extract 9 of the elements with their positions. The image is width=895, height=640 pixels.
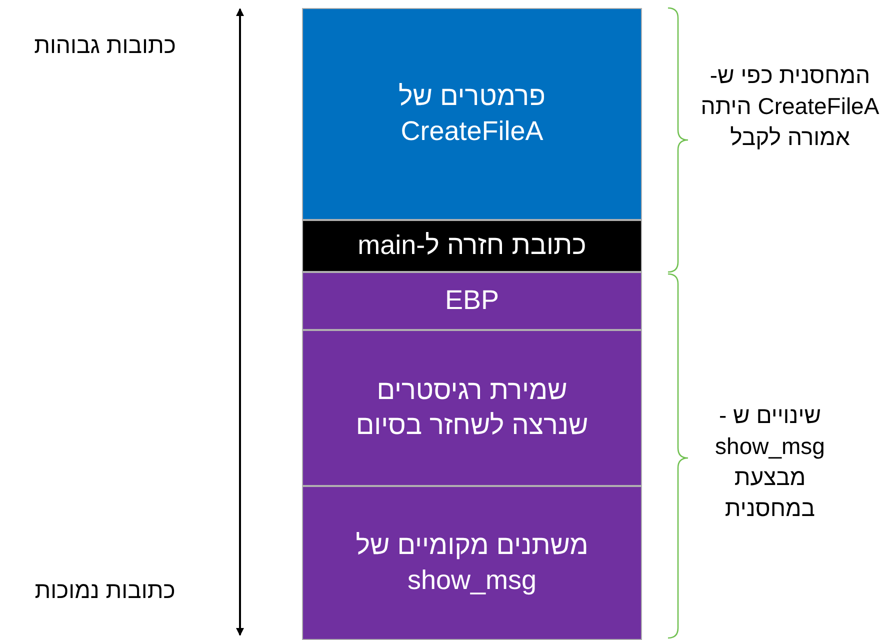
stack-note: שינויים ש - show_msg מבצעת במחסנית: [714, 401, 826, 524]
parameters-block: פרמטרים של CreateFileA: [302, 8, 642, 220]
address-label: כתובות נמוכות: [34, 576, 176, 605]
return-address-block: כתובת חזרה ל-main: [302, 220, 642, 272]
stack-note: המחסנית כפי ש- CreateFileA היתה אמורה לקבל: [700, 61, 880, 152]
saved-registers-block: שמירת רגיסטרים שנרצה לשחזר בסיום: [302, 330, 642, 486]
local-variables-block: משתנים מקומיים של show_msg: [302, 486, 642, 640]
address-label: כתובות גבוהות: [33, 31, 177, 60]
saved-ebp-block: EBP: [302, 272, 642, 330]
